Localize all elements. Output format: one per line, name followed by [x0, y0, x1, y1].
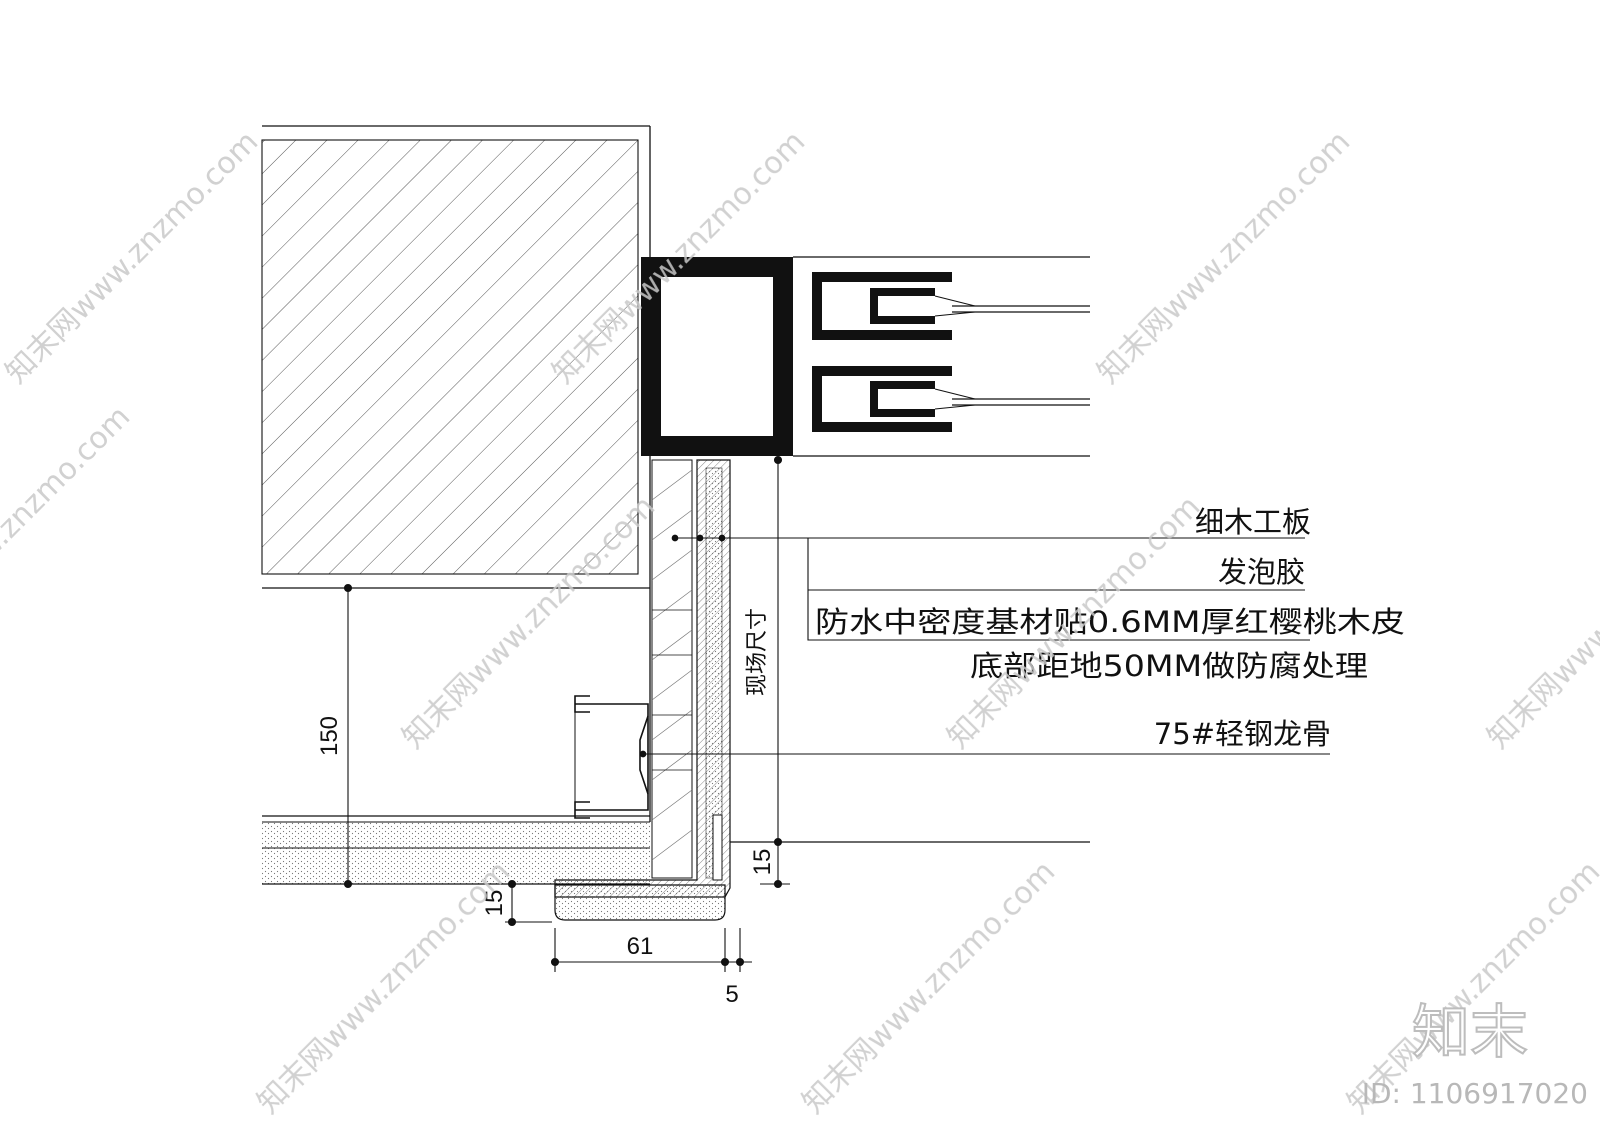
wall-block [261, 125, 651, 822]
foam-layer [651, 459, 693, 879]
watermark: 知末网www.znzmo.com [796, 854, 1062, 1120]
dimension-15-right: 15 [749, 849, 776, 876]
glass-clamp-upper [812, 272, 1090, 340]
leader-lines [639, 534, 1330, 758]
steel-frame-tube [641, 257, 793, 456]
callout-steel-keel: 75#轻钢龙骨 [1154, 717, 1331, 751]
dimension-61: 61 [627, 933, 654, 960]
brand-logo: 知末 [1412, 998, 1528, 1066]
callout-foam-glue: 发泡胶 [1218, 555, 1305, 589]
light-steel-keel [574, 695, 649, 819]
watermark: 知末网www.znzmo.com [1091, 124, 1357, 390]
watermark: 知末网www.znzmo.com [251, 854, 517, 1120]
bottom-trim [554, 884, 726, 921]
dimension-15-left: 15 [481, 890, 508, 917]
watermark: 知末网www.znzmo.com [1481, 489, 1600, 755]
watermark: 知末网www.znzmo.com [0, 399, 137, 665]
watermark: 知末网www.znzmo.com [0, 124, 265, 390]
glass-clamp-lower [812, 366, 1090, 432]
floor-finish [262, 815, 1090, 885]
door-leaf-lines [793, 256, 1090, 457]
dimension-150: 150 [316, 716, 343, 756]
callout-blockboard: 细木工板 [1195, 505, 1311, 539]
callout-anti-corrosion: 底部距地50MM做防腐处理 [970, 649, 1368, 683]
image-id: ID: 1106917020 [1362, 1077, 1588, 1110]
callout-mdf-veneer: 防水中密度基材贴0.6MM厚红樱桃木皮 [815, 605, 1405, 639]
dimension-5: 5 [725, 981, 738, 1008]
dimension-lines [343, 455, 790, 972]
callout-site-dimension: 现场尺寸 [745, 608, 770, 696]
